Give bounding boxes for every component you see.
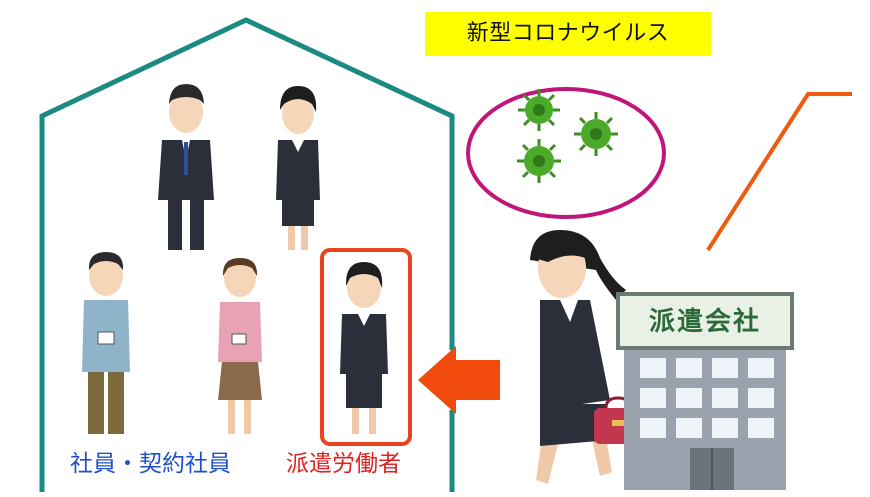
speech-line [706, 92, 852, 252]
person-man-suit [158, 84, 214, 250]
virus-circle [466, 87, 666, 219]
office-building-icon [616, 292, 794, 490]
dispatch-highlight-box [320, 248, 412, 446]
person-woman-suit [276, 86, 320, 250]
coronavirus-icon [517, 139, 561, 183]
coronavirus-icon [574, 112, 618, 156]
person-employee-woman [218, 258, 262, 434]
coronavirus-icon [518, 89, 560, 131]
virus-label: 新型コロナウイルス [425, 12, 711, 56]
left-arrow-icon [418, 346, 500, 414]
person-employee-man [82, 252, 130, 434]
dispatch-workers-caption: 派遣労働者 [286, 451, 401, 477]
person-dispatch-worker [340, 262, 388, 434]
house-outline [39, 17, 455, 492]
company-sign: 派遣会社 [648, 307, 761, 337]
employees-caption: 社員・契約社員 [70, 451, 231, 477]
person-walking-woman [530, 230, 626, 484]
